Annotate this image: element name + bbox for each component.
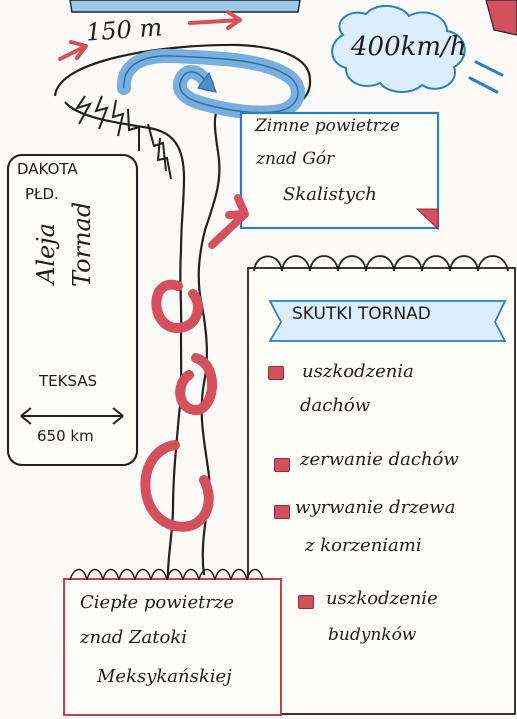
cold-air-box bbox=[239, 111, 440, 230]
effect-item-1-line-2: dachów bbox=[300, 395, 371, 416]
red-swirl-middle bbox=[175, 353, 217, 415]
cloud-wind-lines bbox=[468, 60, 504, 94]
alley-width-label: 650 km bbox=[37, 427, 94, 445]
red-arrow-icon bbox=[208, 194, 249, 249]
effect-bullet-2 bbox=[274, 458, 290, 472]
effect-item-4-line-2: budynków bbox=[328, 625, 417, 645]
cold-air-line-3: Skalistych bbox=[283, 184, 377, 205]
top-box-fragment bbox=[69, 0, 301, 13]
effect-bullet-3 bbox=[274, 505, 290, 519]
alley-width-arrow bbox=[20, 407, 124, 425]
funnel-width-label: 150 m bbox=[85, 13, 164, 47]
warm-air-line-2: znad Zatoki bbox=[80, 627, 188, 648]
effects-panel bbox=[247, 267, 516, 715]
blue-swirl-outline bbox=[123, 55, 299, 114]
tornado-funnel-outline bbox=[53, 43, 312, 576]
lightning-strokes bbox=[74, 95, 172, 180]
effect-bullet-1 bbox=[268, 366, 284, 380]
top-right-red-fragment bbox=[485, 0, 517, 36]
warm-air-line-1: Ciepłe powietrze bbox=[80, 592, 235, 613]
dakota-label-2: PŁD. bbox=[25, 185, 59, 203]
warm-air-box bbox=[63, 578, 282, 716]
effect-item-1-line-1: uszkodzenia bbox=[302, 361, 414, 382]
double-arrow-icon bbox=[58, 10, 242, 61]
warm-air-spiral-top bbox=[69, 568, 264, 581]
tornado-alley-label-2: Tornad bbox=[68, 201, 96, 287]
red-swirl-lower bbox=[140, 440, 214, 532]
red-swirl-upper bbox=[151, 279, 203, 333]
warm-air-line-3: Meksykańskiej bbox=[97, 666, 232, 687]
tornado-alley-label-1: Aleja bbox=[32, 223, 60, 284]
texas-label: TEKSAS bbox=[39, 372, 98, 390]
cold-air-corner bbox=[415, 208, 439, 231]
cold-air-line-2: znad Gór bbox=[256, 149, 335, 169]
effect-item-3-line-2: z korzeniami bbox=[305, 535, 422, 556]
speed-cloud-shape bbox=[331, 5, 466, 93]
wind-speed-label: 400km/h bbox=[351, 32, 467, 62]
effect-item-3-line-1: wyrwanie drzewa bbox=[295, 497, 456, 518]
effect-item-4-line-1: uszkodzenie bbox=[326, 588, 438, 609]
effect-item-2-line-1: zerwanie dachów bbox=[300, 449, 459, 470]
blue-arrow-head bbox=[196, 71, 217, 93]
tornado-funnel-inner bbox=[64, 101, 186, 583]
effect-bullet-4 bbox=[298, 595, 314, 609]
effects-title: SKUTKI TORNAD bbox=[292, 304, 431, 324]
tornado-alley-box bbox=[6, 153, 139, 467]
effects-title-banner bbox=[268, 300, 507, 342]
cold-air-line-1: Zimne powietrze bbox=[255, 116, 400, 136]
effects-spiral-top bbox=[253, 255, 509, 272]
dakota-label-1: DAKOTA bbox=[17, 160, 78, 178]
